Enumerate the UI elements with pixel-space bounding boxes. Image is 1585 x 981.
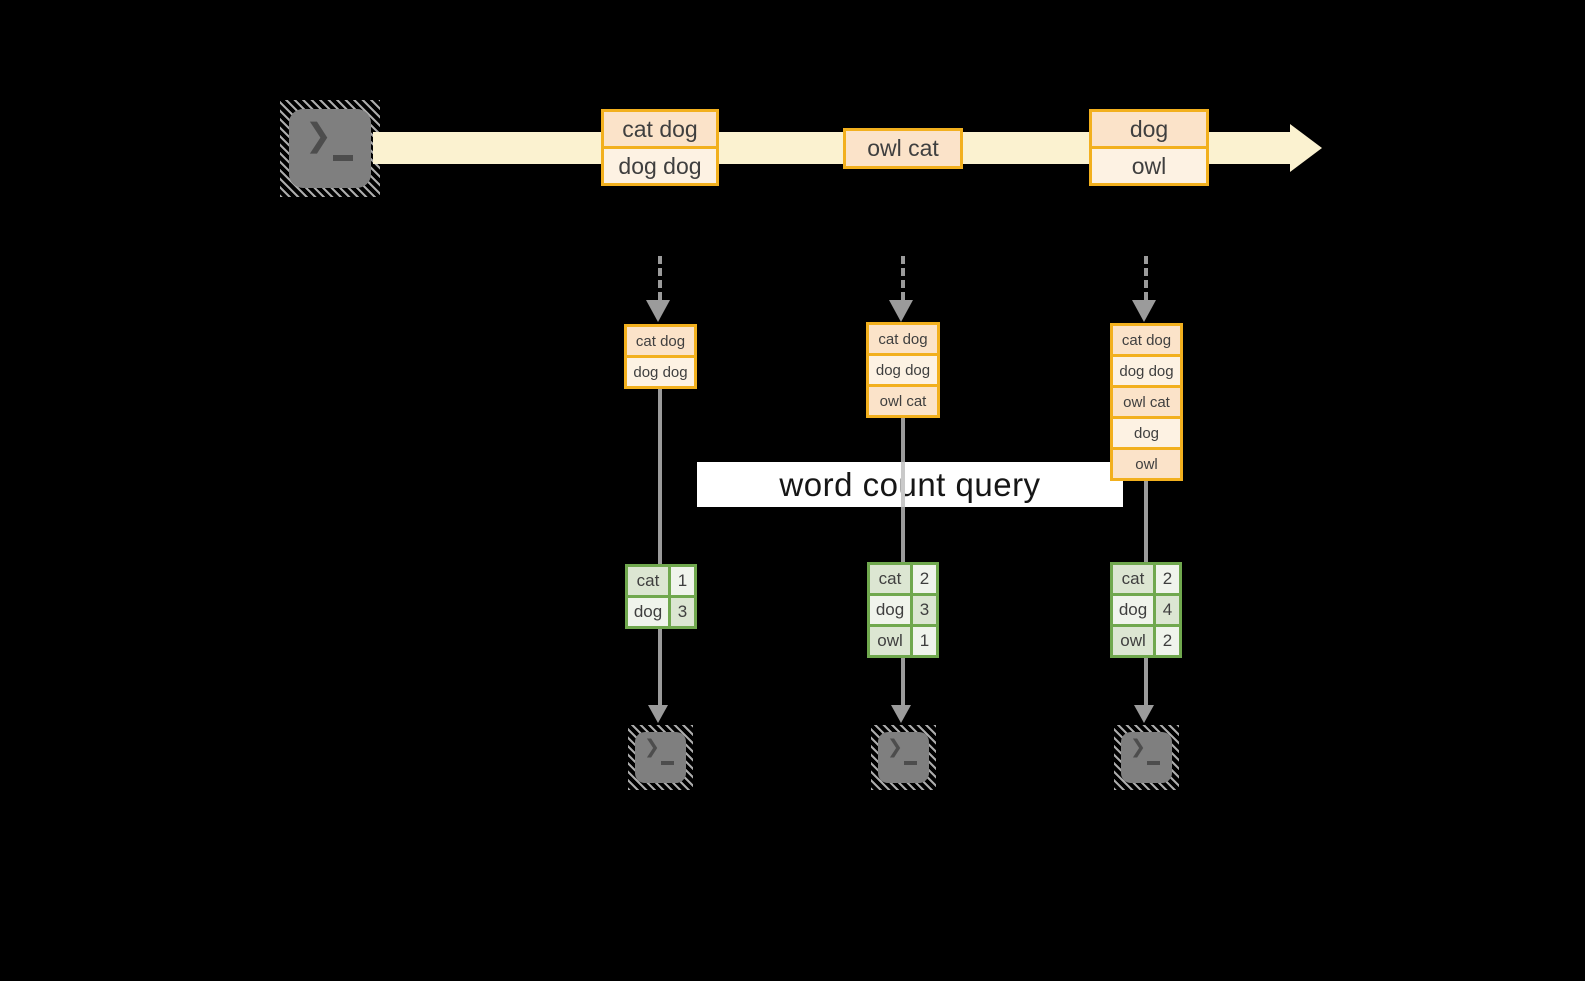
word-cell: owl bbox=[1113, 627, 1153, 655]
sink-terminal-icon: ❯ bbox=[1114, 725, 1179, 790]
result-table: cat 1 dog 3 bbox=[625, 564, 697, 629]
word-cell: owl bbox=[870, 627, 910, 655]
arrowhead-icon bbox=[1134, 705, 1154, 723]
terminal-screen: ❯ bbox=[289, 109, 371, 188]
state-buffer-box: cat dog dog dog owl cat dog owl bbox=[1110, 323, 1183, 481]
state-item: dog dog bbox=[869, 356, 937, 384]
terminal-cursor-icon bbox=[904, 761, 917, 765]
terminal-cursor-icon bbox=[661, 761, 674, 765]
terminal-cursor-icon bbox=[333, 155, 353, 161]
dashed-arrowhead-icon bbox=[889, 300, 913, 322]
stream-item: owl cat bbox=[846, 131, 960, 166]
count-cell: 1 bbox=[913, 627, 936, 655]
connector-line bbox=[1144, 658, 1148, 706]
state-item: dog dog bbox=[627, 358, 694, 386]
dashed-arrowhead-icon bbox=[646, 300, 670, 322]
state-item: cat dog bbox=[627, 327, 694, 355]
arrowhead-icon bbox=[648, 705, 668, 723]
word-cell: dog bbox=[870, 596, 910, 624]
count-cell: 1 bbox=[671, 567, 694, 595]
count-cell: 2 bbox=[1156, 627, 1179, 655]
terminal-cursor-icon bbox=[1147, 761, 1160, 765]
connector-line bbox=[901, 658, 905, 706]
word-cell: cat bbox=[1113, 565, 1153, 593]
terminal-prompt-icon: ❯ bbox=[1130, 737, 1146, 758]
count-cell: 2 bbox=[1156, 565, 1179, 593]
sink-terminal-icon: ❯ bbox=[628, 725, 693, 790]
state-item: owl bbox=[1113, 450, 1180, 478]
connector-line bbox=[658, 629, 662, 706]
dashed-arrow bbox=[1144, 256, 1148, 300]
connector-line bbox=[1144, 480, 1148, 562]
arrowhead-icon bbox=[891, 705, 911, 723]
terminal-screen: ❯ bbox=[635, 732, 686, 783]
state-item: dog dog bbox=[1113, 357, 1180, 385]
state-buffer-box: cat dog dog dog bbox=[624, 324, 697, 389]
sink-terminal-icon: ❯ bbox=[871, 725, 936, 790]
query-label: word count query bbox=[779, 465, 1041, 503]
state-item: dog bbox=[1113, 419, 1180, 447]
state-buffer-box: cat dog dog dog owl cat bbox=[866, 322, 940, 418]
stream-batch-box: dog owl bbox=[1089, 109, 1209, 186]
state-item: owl cat bbox=[869, 387, 937, 415]
dashed-arrow bbox=[658, 256, 662, 300]
word-cell: dog bbox=[628, 598, 668, 626]
dashed-arrowhead-icon bbox=[1132, 300, 1156, 322]
stream-batch-box: cat dog dog dog bbox=[601, 109, 719, 186]
word-cell: dog bbox=[1113, 596, 1153, 624]
terminal-prompt-icon: ❯ bbox=[644, 737, 660, 758]
state-item: cat dog bbox=[1113, 326, 1180, 354]
state-item: cat dog bbox=[869, 325, 937, 353]
connector-line bbox=[658, 387, 662, 564]
terminal-screen: ❯ bbox=[878, 732, 929, 783]
count-cell: 3 bbox=[913, 596, 936, 624]
stream-item: dog bbox=[1092, 112, 1206, 146]
stream-item: owl bbox=[1092, 149, 1206, 183]
state-item: owl cat bbox=[1113, 388, 1180, 416]
source-terminal-icon: ❯ bbox=[280, 100, 380, 197]
result-table: cat 2 dog 3 owl 1 bbox=[867, 562, 939, 658]
stream-arrowhead-icon bbox=[1290, 124, 1322, 172]
terminal-prompt-icon: ❯ bbox=[305, 117, 332, 153]
word-cell: cat bbox=[870, 565, 910, 593]
count-cell: 2 bbox=[913, 565, 936, 593]
stream-item: cat dog bbox=[604, 112, 716, 146]
terminal-screen: ❯ bbox=[1121, 732, 1172, 783]
count-cell: 4 bbox=[1156, 596, 1179, 624]
stream-item: dog dog bbox=[604, 149, 716, 183]
connector-line-overlay bbox=[901, 462, 905, 507]
query-band: word count query bbox=[697, 462, 1123, 507]
count-cell: 3 bbox=[671, 598, 694, 626]
word-cell: cat bbox=[628, 567, 668, 595]
dashed-arrow bbox=[901, 256, 905, 300]
terminal-prompt-icon: ❯ bbox=[887, 737, 903, 758]
result-table: cat 2 dog 4 owl 2 bbox=[1110, 562, 1182, 658]
stream-batch-box: owl cat bbox=[843, 128, 963, 169]
